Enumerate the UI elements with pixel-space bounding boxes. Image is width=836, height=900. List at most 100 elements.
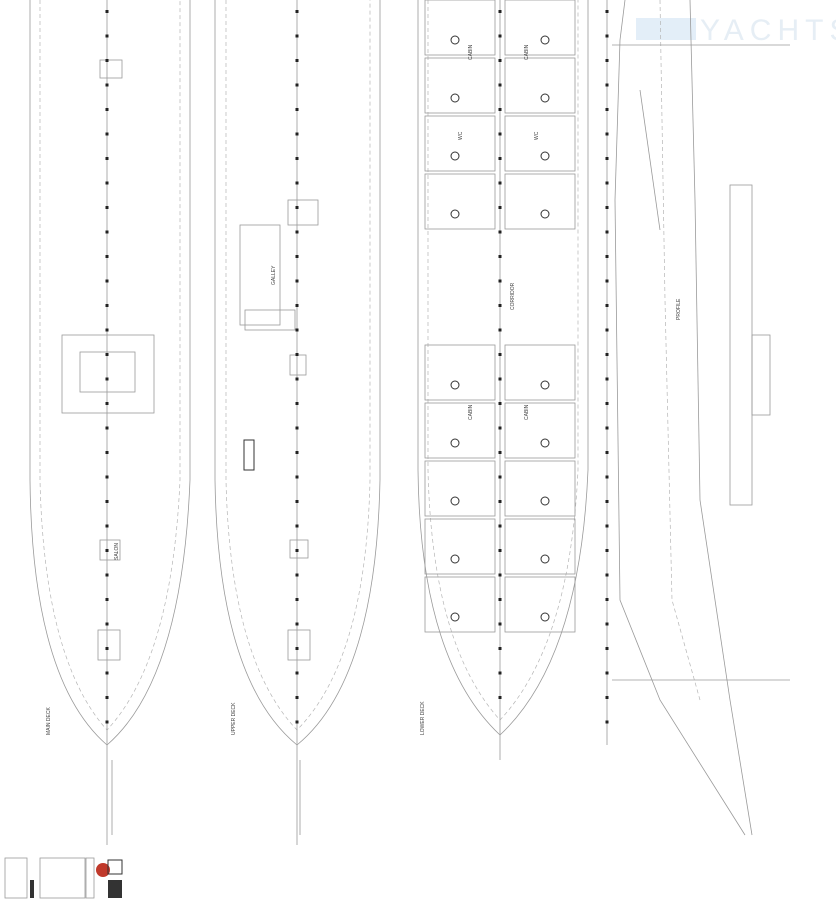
frame-tick xyxy=(105,157,109,160)
frame-tick xyxy=(295,328,299,332)
frame-tick xyxy=(105,230,109,234)
frame-tick xyxy=(605,83,609,87)
frame-tick xyxy=(105,402,109,405)
frame-tick xyxy=(498,647,502,650)
cabin-outline xyxy=(504,115,576,172)
frame-tick xyxy=(295,720,299,724)
frame-tick xyxy=(295,671,299,675)
toilet-icon xyxy=(540,93,550,103)
room-label: WC xyxy=(458,131,464,140)
toilet-icon xyxy=(450,438,460,448)
frame-tick xyxy=(105,353,109,356)
frame-tick xyxy=(105,671,109,675)
frame-tick xyxy=(295,83,299,87)
frame-tick xyxy=(605,34,609,38)
frame-tick xyxy=(605,549,609,552)
frame-tick xyxy=(498,549,502,552)
frame-tick xyxy=(105,647,109,650)
frame-tick xyxy=(295,377,299,381)
frame-tick xyxy=(295,598,299,601)
frame-tick xyxy=(498,696,502,699)
frame-tick xyxy=(605,500,609,503)
frame-tick xyxy=(105,34,109,38)
frame-tick xyxy=(498,10,502,13)
toilet-icon xyxy=(540,35,550,45)
frame-tick xyxy=(105,304,109,307)
toilet-icon xyxy=(540,209,550,219)
frame-tick xyxy=(295,549,299,552)
toilet-icon xyxy=(540,554,550,564)
frame-tick xyxy=(605,426,609,430)
cabin-outline xyxy=(424,115,496,172)
frame-tick xyxy=(605,157,609,160)
frame-tick xyxy=(605,451,609,454)
toilet-icon xyxy=(450,380,460,390)
plan-label: UPPER DECK xyxy=(231,702,237,735)
toilet-icon xyxy=(540,151,550,161)
frame-tick xyxy=(498,304,502,307)
toilet-icon xyxy=(450,35,460,45)
frame-tick xyxy=(498,402,502,405)
cabin-outline xyxy=(424,518,496,575)
cabin-outline xyxy=(504,518,576,575)
frame-tick xyxy=(295,475,299,479)
frame-tick xyxy=(498,132,502,136)
frame-tick xyxy=(498,377,502,381)
frame-tick xyxy=(105,59,109,62)
toilet-icon xyxy=(450,496,460,506)
frame-tick xyxy=(105,549,109,552)
toilet-icon xyxy=(450,151,460,161)
frame-tick xyxy=(105,255,109,258)
frame-tick xyxy=(498,181,502,185)
frame-tick xyxy=(105,279,109,283)
frame-tick xyxy=(295,500,299,503)
toilet-icon xyxy=(450,554,460,564)
frame-tick xyxy=(605,622,609,626)
frame-tick xyxy=(605,573,609,577)
frame-tick xyxy=(105,573,109,577)
frame-tick xyxy=(498,230,502,234)
frame-tick xyxy=(605,402,609,405)
frame-tick xyxy=(498,573,502,577)
toilet-icon xyxy=(450,209,460,219)
room-label: GALLEY xyxy=(271,265,277,285)
plan-label: LOWER DECK xyxy=(420,701,426,735)
frame-tick xyxy=(295,10,299,13)
frame-tick xyxy=(295,524,299,528)
toilet-icon xyxy=(540,380,550,390)
frame-tick xyxy=(498,34,502,38)
frame-tick xyxy=(498,206,502,209)
frame-tick xyxy=(295,696,299,699)
frame-tick xyxy=(295,622,299,626)
toilet-icon xyxy=(450,93,460,103)
cabin-outline xyxy=(504,576,576,633)
cabin-outline xyxy=(424,57,496,114)
frame-tick xyxy=(105,83,109,87)
frame-tick xyxy=(295,451,299,454)
title-block xyxy=(4,857,123,899)
frame-tick xyxy=(105,377,109,381)
frame-tick xyxy=(105,328,109,332)
frame-tick xyxy=(105,108,109,111)
cabin-outline xyxy=(504,460,576,517)
frame-tick xyxy=(605,181,609,185)
frame-tick xyxy=(105,475,109,479)
frame-tick xyxy=(605,524,609,528)
frame-tick xyxy=(105,524,109,528)
frame-tick xyxy=(295,206,299,209)
frame-tick xyxy=(295,353,299,356)
frame-tick xyxy=(105,181,109,185)
frame-tick xyxy=(105,451,109,454)
room-label: WC xyxy=(534,131,540,140)
frame-tick xyxy=(498,83,502,87)
frame-tick xyxy=(498,500,502,503)
frame-tick xyxy=(105,500,109,503)
frame-tick xyxy=(105,598,109,601)
toilet-icon xyxy=(540,496,550,506)
plan-label: MAIN DECK xyxy=(46,707,52,735)
watermark-logo xyxy=(636,18,696,40)
cabin-outline xyxy=(504,173,576,230)
frame-tick xyxy=(295,181,299,185)
frame-tick xyxy=(295,157,299,160)
frame-tick xyxy=(498,671,502,675)
